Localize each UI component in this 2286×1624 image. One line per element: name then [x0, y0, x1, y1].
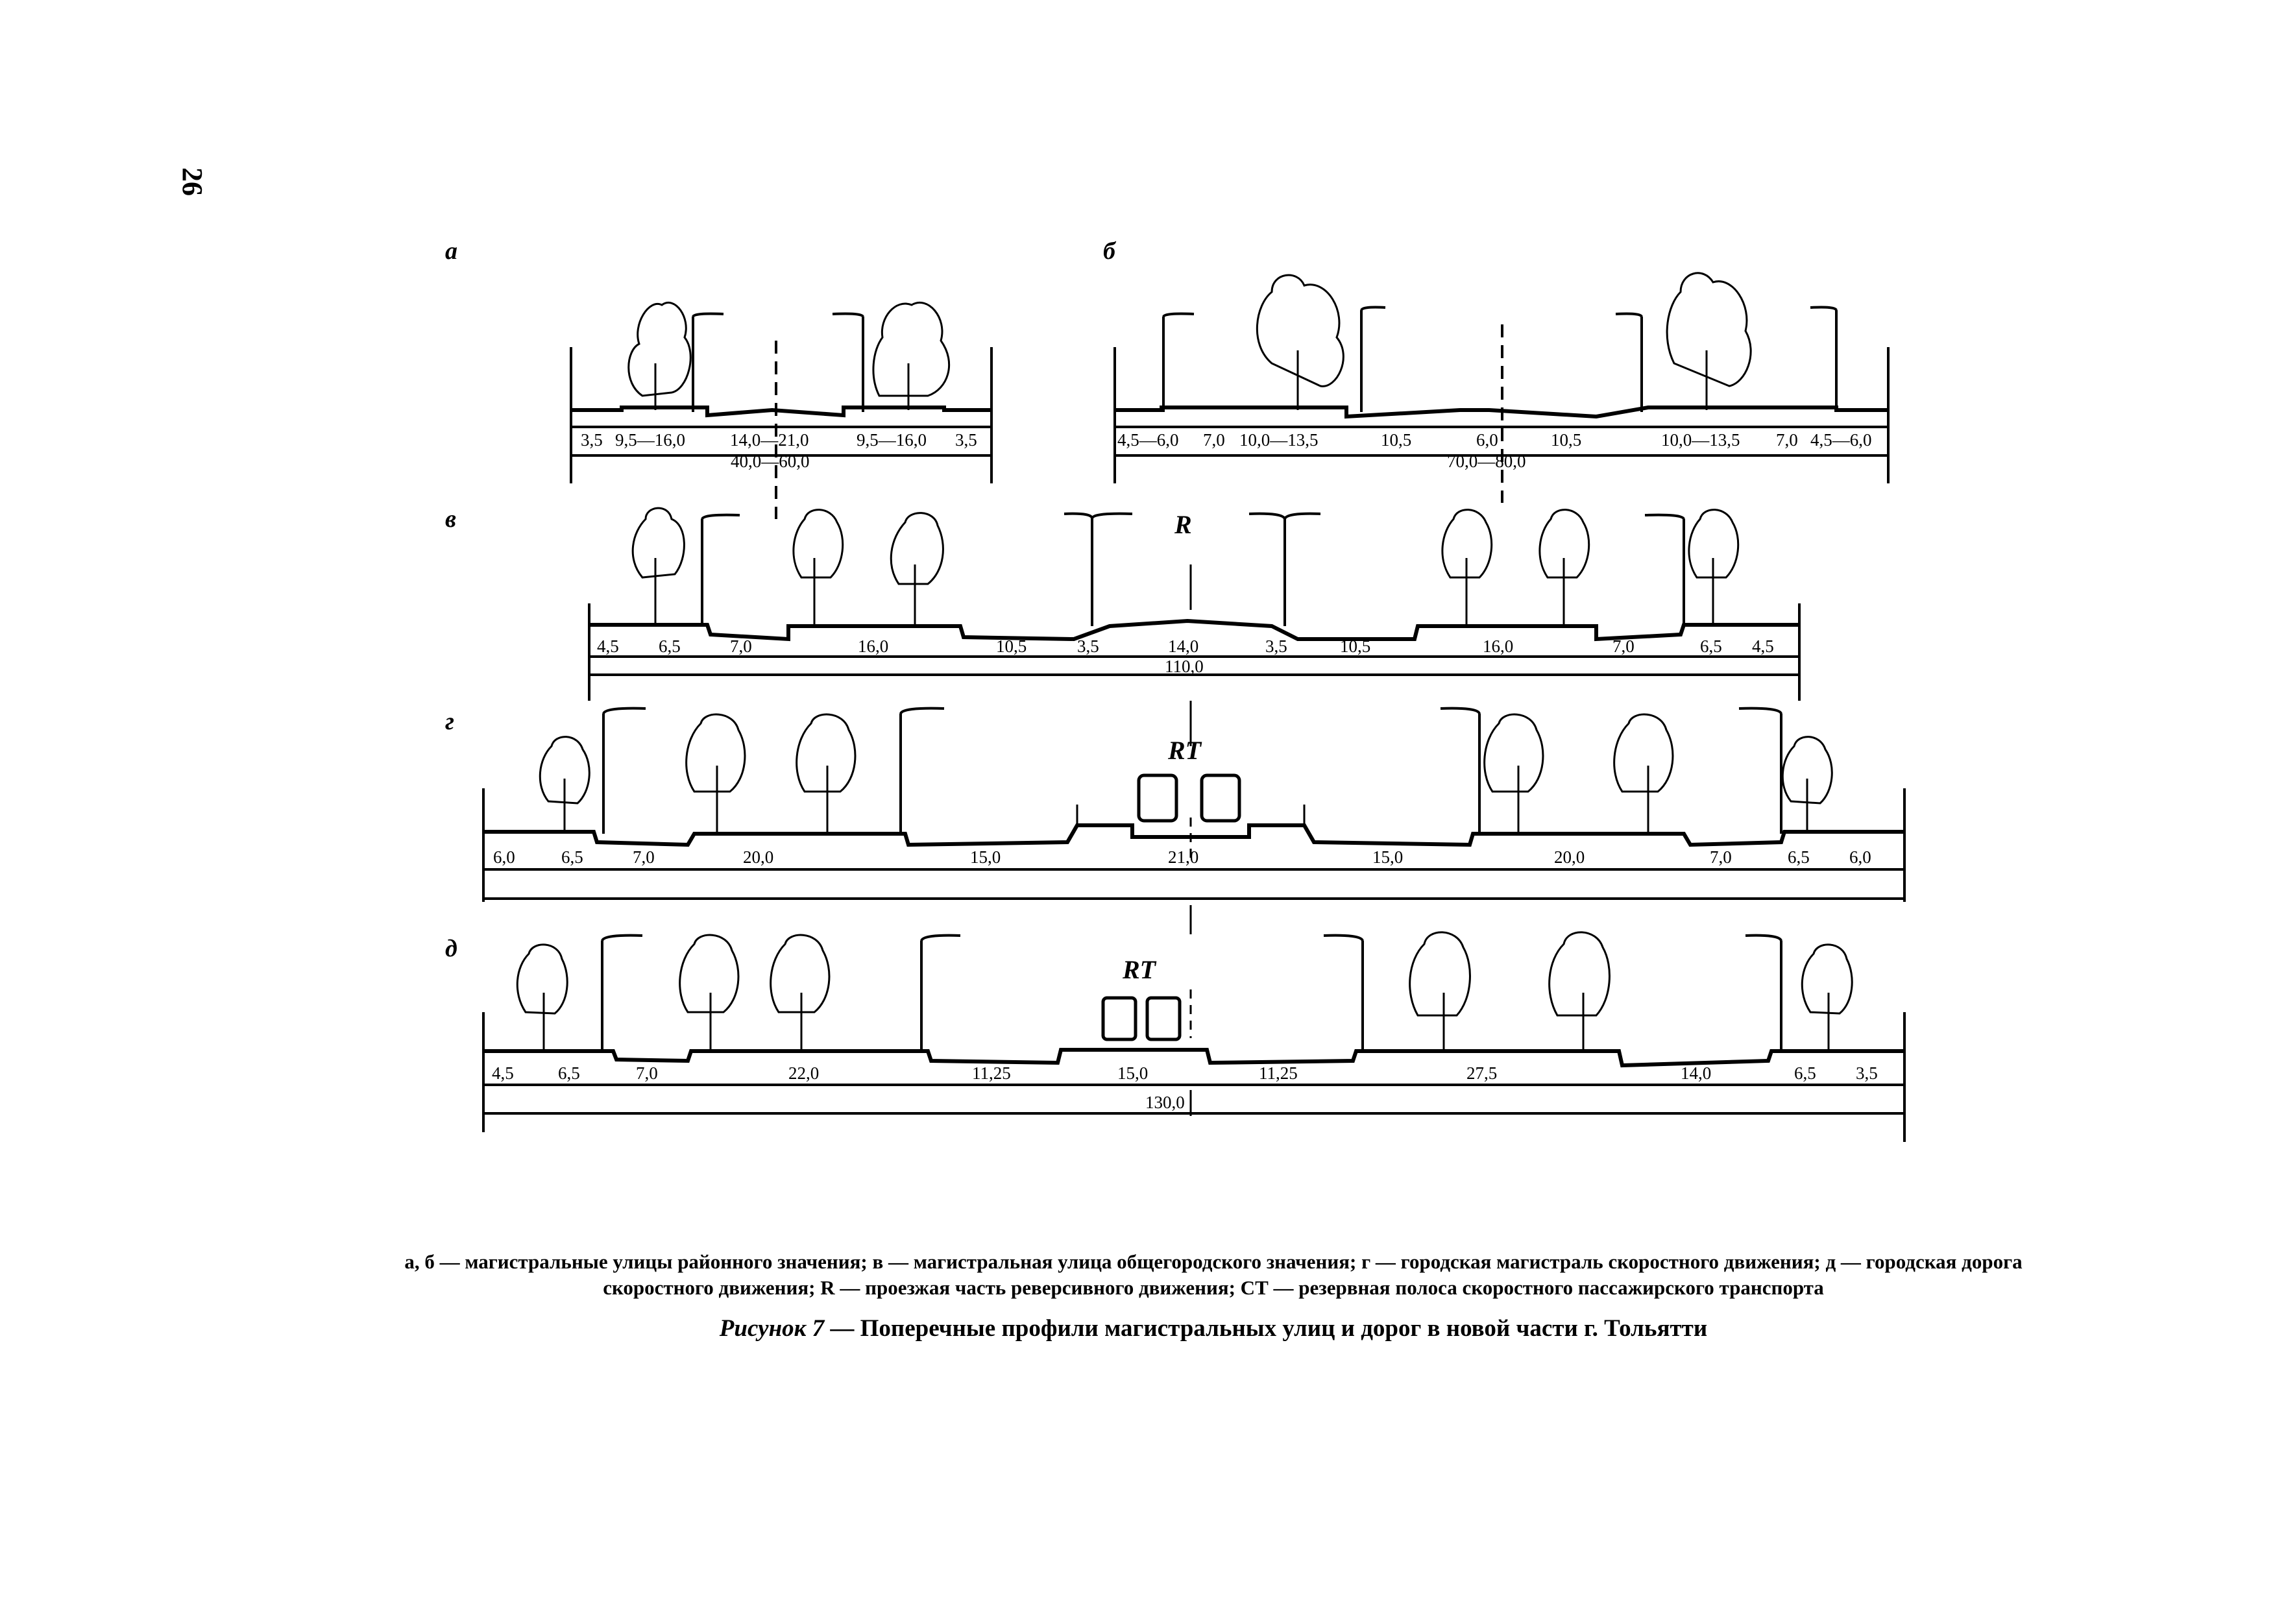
dim-d-11: 3,5: [1856, 1063, 1878, 1083]
dim-g-2: 6,5: [561, 847, 583, 867]
dim-v-12: 6,5: [1700, 636, 1722, 656]
panel-label-a: а: [445, 237, 457, 265]
total-a: 40,0—60,0: [731, 452, 810, 471]
dim-v-4: 16,0: [858, 636, 888, 656]
dim-d-9: 14,0: [1681, 1063, 1711, 1083]
dim-a-2: 9,5—16,0: [615, 430, 685, 450]
dim-v-1: 4,5: [597, 636, 619, 656]
dim-d-7: 11,25: [1259, 1063, 1298, 1083]
panel-label-b: б: [1103, 237, 1115, 265]
dim-b-5: 6,0: [1476, 430, 1498, 450]
dim-b-9: 4,5—6,0: [1810, 430, 1872, 450]
panel-label-v: в: [445, 505, 456, 533]
total-d: 130,0: [1145, 1093, 1185, 1112]
dim-g-4: 20,0: [743, 847, 773, 867]
dim-d-2: 6,5: [558, 1063, 580, 1083]
dim-g-6: 21,0: [1168, 847, 1198, 867]
dim-d-4: 22,0: [788, 1063, 819, 1083]
dim-g-10: 6,5: [1788, 847, 1810, 867]
dim-a-1: 3,5: [581, 430, 603, 450]
dim-d-1: 4,5: [492, 1063, 514, 1083]
dim-g-1: 6,0: [493, 847, 515, 867]
dim-v-6: 3,5: [1077, 636, 1099, 656]
dim-g-9: 7,0: [1710, 847, 1732, 867]
caption-line-1: а, б — магистральные улицы районного зна…: [404, 1250, 2023, 1273]
dim-v-8: 3,5: [1265, 636, 1287, 656]
panel-label-d: д: [445, 935, 457, 962]
mark-v: R: [1174, 510, 1192, 539]
dim-g-7: 15,0: [1372, 847, 1403, 867]
dim-v-13: 4,5: [1752, 636, 1774, 656]
dim-d-6: 15,0: [1117, 1063, 1148, 1083]
dim-b-1: 4,5—6,0: [1117, 430, 1179, 450]
panel-label-g: г: [445, 708, 455, 735]
figure-title: Рисунок 7 — Поперечные профили магистрал…: [253, 1315, 2174, 1342]
mark-g: RT: [1167, 736, 1202, 765]
dim-v-9: 10,5: [1340, 636, 1370, 656]
dim-g-3: 7,0: [633, 847, 655, 867]
dim-v-7: 14,0: [1168, 636, 1198, 656]
dim-v-11: 7,0: [1612, 636, 1635, 656]
dim-a-5: 3,5: [955, 430, 977, 450]
mark-d: RT: [1122, 955, 1157, 984]
figure-caption: а, б — магистральные улицы районного зна…: [253, 1249, 2174, 1301]
dim-g-11: 6,0: [1849, 847, 1871, 867]
dim-v-3: 7,0: [730, 636, 752, 656]
caption-line-2: скоростного движения; R — проезжая часть…: [603, 1276, 1824, 1299]
dim-g-5: 15,0: [970, 847, 1001, 867]
dim-b-7: 10,0—13,5: [1661, 430, 1740, 450]
dim-b-4: 10,5: [1381, 430, 1411, 450]
dim-b-8: 7,0: [1776, 430, 1798, 450]
dim-b-6: 10,5: [1551, 430, 1581, 450]
figure-title-text: — Поперечные профили магистральных улиц …: [824, 1315, 1708, 1342]
figure-title-lead: Рисунок 7: [719, 1315, 825, 1342]
total-v: 110,0: [1165, 657, 1204, 676]
dim-g-8: 20,0: [1554, 847, 1585, 867]
dim-v-2: 6,5: [659, 636, 681, 656]
dim-b-3: 10,0—13,5: [1239, 430, 1319, 450]
dim-d-10: 6,5: [1794, 1063, 1816, 1083]
dim-v-5: 10,5: [996, 636, 1027, 656]
dim-d-3: 7,0: [636, 1063, 658, 1083]
dim-v-10: 16,0: [1483, 636, 1513, 656]
dim-a-4: 9,5—16,0: [857, 430, 927, 450]
dim-a-3: 14,0—21,0: [730, 430, 809, 450]
dim-b-2: 7,0: [1203, 430, 1225, 450]
dim-d-5: 11,25: [972, 1063, 1011, 1083]
total-b: 70,0—80,0: [1447, 452, 1526, 471]
dim-d-8: 27,5: [1466, 1063, 1497, 1083]
